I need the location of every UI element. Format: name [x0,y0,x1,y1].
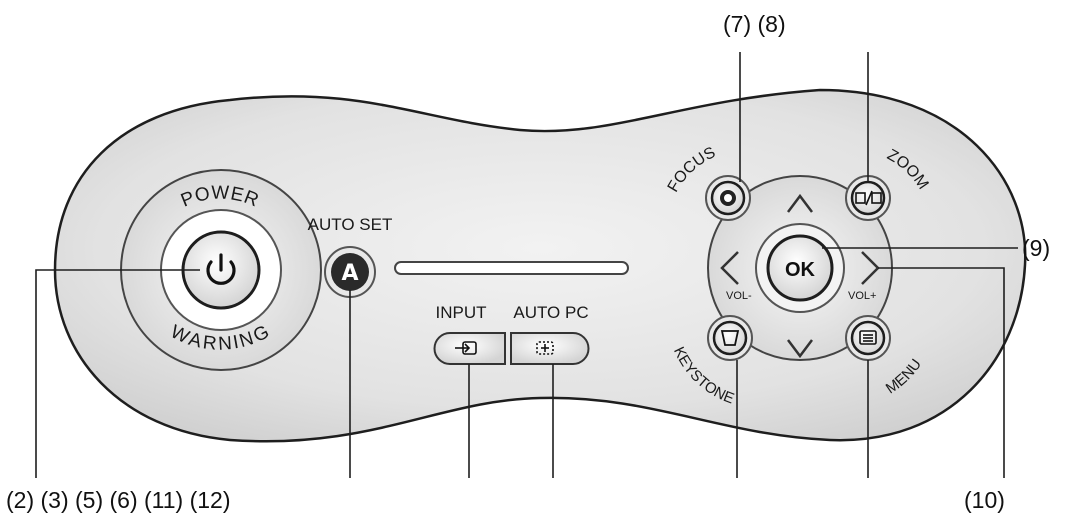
power-button-group: POWER WARNING [120,169,322,371]
leader-power [35,269,200,478]
leader-lines [35,52,1018,478]
input-source-icon [455,341,477,355]
keystone-icon [720,330,740,346]
auto-pc-icon [536,341,554,355]
auto-set-button[interactable] [331,253,369,291]
vol-minus-label: VOL- [726,290,752,302]
indicator-slot [394,261,629,275]
arrow-left-icon[interactable] [720,251,739,285]
ok-label: OK [785,259,816,281]
input-button[interactable] [433,332,506,365]
auto-pc-button[interactable] [510,332,590,365]
callout-top: (7) (8) [723,11,786,37]
menu-icon [859,330,877,345]
callout-bottom-left: (2) (3) (5) (6) (11) (12) [6,487,231,513]
callout-bottom-right: (10) [964,487,1005,513]
auto-pc-label: AUTO PC [513,303,588,322]
vol-plus-label: VOL+ [848,290,876,302]
zoom-icon [855,190,882,206]
keystone-button[interactable] [712,320,748,356]
letter-a-icon: A [341,261,358,286]
power-icon [206,253,236,285]
arrow-down-icon[interactable] [787,339,813,359]
ok-button[interactable] [766,234,834,302]
arrow-up-icon[interactable] [787,193,813,213]
input-autopc-pill [433,332,590,365]
focus-icon [720,190,736,206]
auto-set-label: AUTO SET [308,215,393,234]
leader-right-arrow [878,267,1005,478]
input-label: INPUT [436,303,487,322]
callout-right: (9) [1022,235,1050,261]
